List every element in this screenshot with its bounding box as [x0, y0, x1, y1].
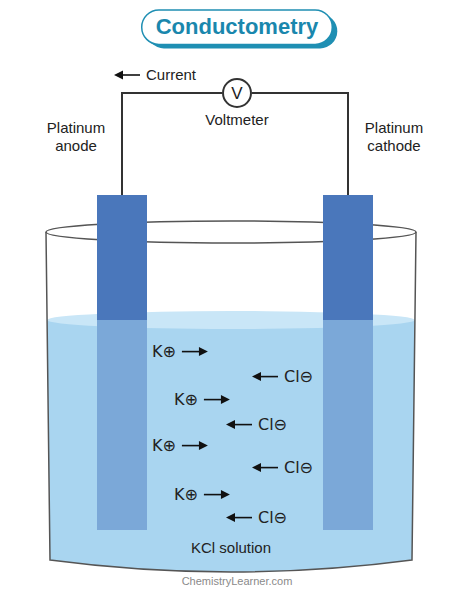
cation-label: K⊕	[174, 485, 198, 504]
arrow-shaft	[182, 445, 202, 447]
meter-label: Voltmeter	[205, 111, 268, 129]
arrow-head	[199, 347, 208, 356]
watermark: ChemistryLearner.com	[0, 576, 474, 587]
arrow-head	[199, 441, 208, 450]
wire	[122, 93, 222, 195]
platinum-electrode: Platinum cathode	[323, 195, 373, 530]
motion-arrow	[204, 490, 230, 499]
motion-arrow	[252, 372, 278, 381]
anion-label: Cl⊖	[284, 458, 313, 477]
cation-label: K⊕	[152, 342, 176, 361]
meter-circle	[223, 79, 251, 107]
motion-arrow	[114, 71, 140, 80]
arrow-shaft	[182, 351, 202, 353]
cation-label: K⊕	[152, 436, 176, 455]
arrow-head	[226, 513, 235, 522]
arrow-head	[221, 395, 230, 404]
motion-arrow	[252, 463, 278, 472]
title-text: Conductometry	[156, 14, 319, 40]
anion-label: Cl⊖	[258, 508, 287, 527]
motion-arrow	[226, 513, 252, 522]
arrow-head	[114, 71, 123, 80]
title-banner	[142, 10, 333, 44]
arrow-head	[221, 490, 230, 499]
arrow-head	[226, 420, 235, 429]
solution-label: KCl solution	[44, 539, 418, 557]
arrow-head	[252, 372, 261, 381]
motion-arrow	[204, 395, 230, 404]
meter-symbol: V	[231, 85, 242, 102]
arrow-shaft	[204, 494, 224, 496]
cation-label: K⊕	[174, 390, 198, 409]
arrow-shaft	[204, 399, 224, 401]
motion-arrow	[182, 441, 208, 450]
anion-label: Cl⊖	[284, 367, 313, 386]
motion-arrow	[226, 420, 252, 429]
electrode-label: Platinum anode	[39, 119, 113, 155]
arrow-head	[252, 463, 261, 472]
anion-label: Cl⊖	[258, 415, 287, 434]
electrode-label: Platinum cathode	[357, 119, 431, 155]
current-label: Current	[146, 66, 196, 84]
platinum-electrode: Platinum anode	[97, 195, 147, 530]
wire	[252, 93, 348, 195]
motion-arrow	[182, 347, 208, 356]
voltmeter-circle: VVoltmeter	[222, 78, 252, 108]
